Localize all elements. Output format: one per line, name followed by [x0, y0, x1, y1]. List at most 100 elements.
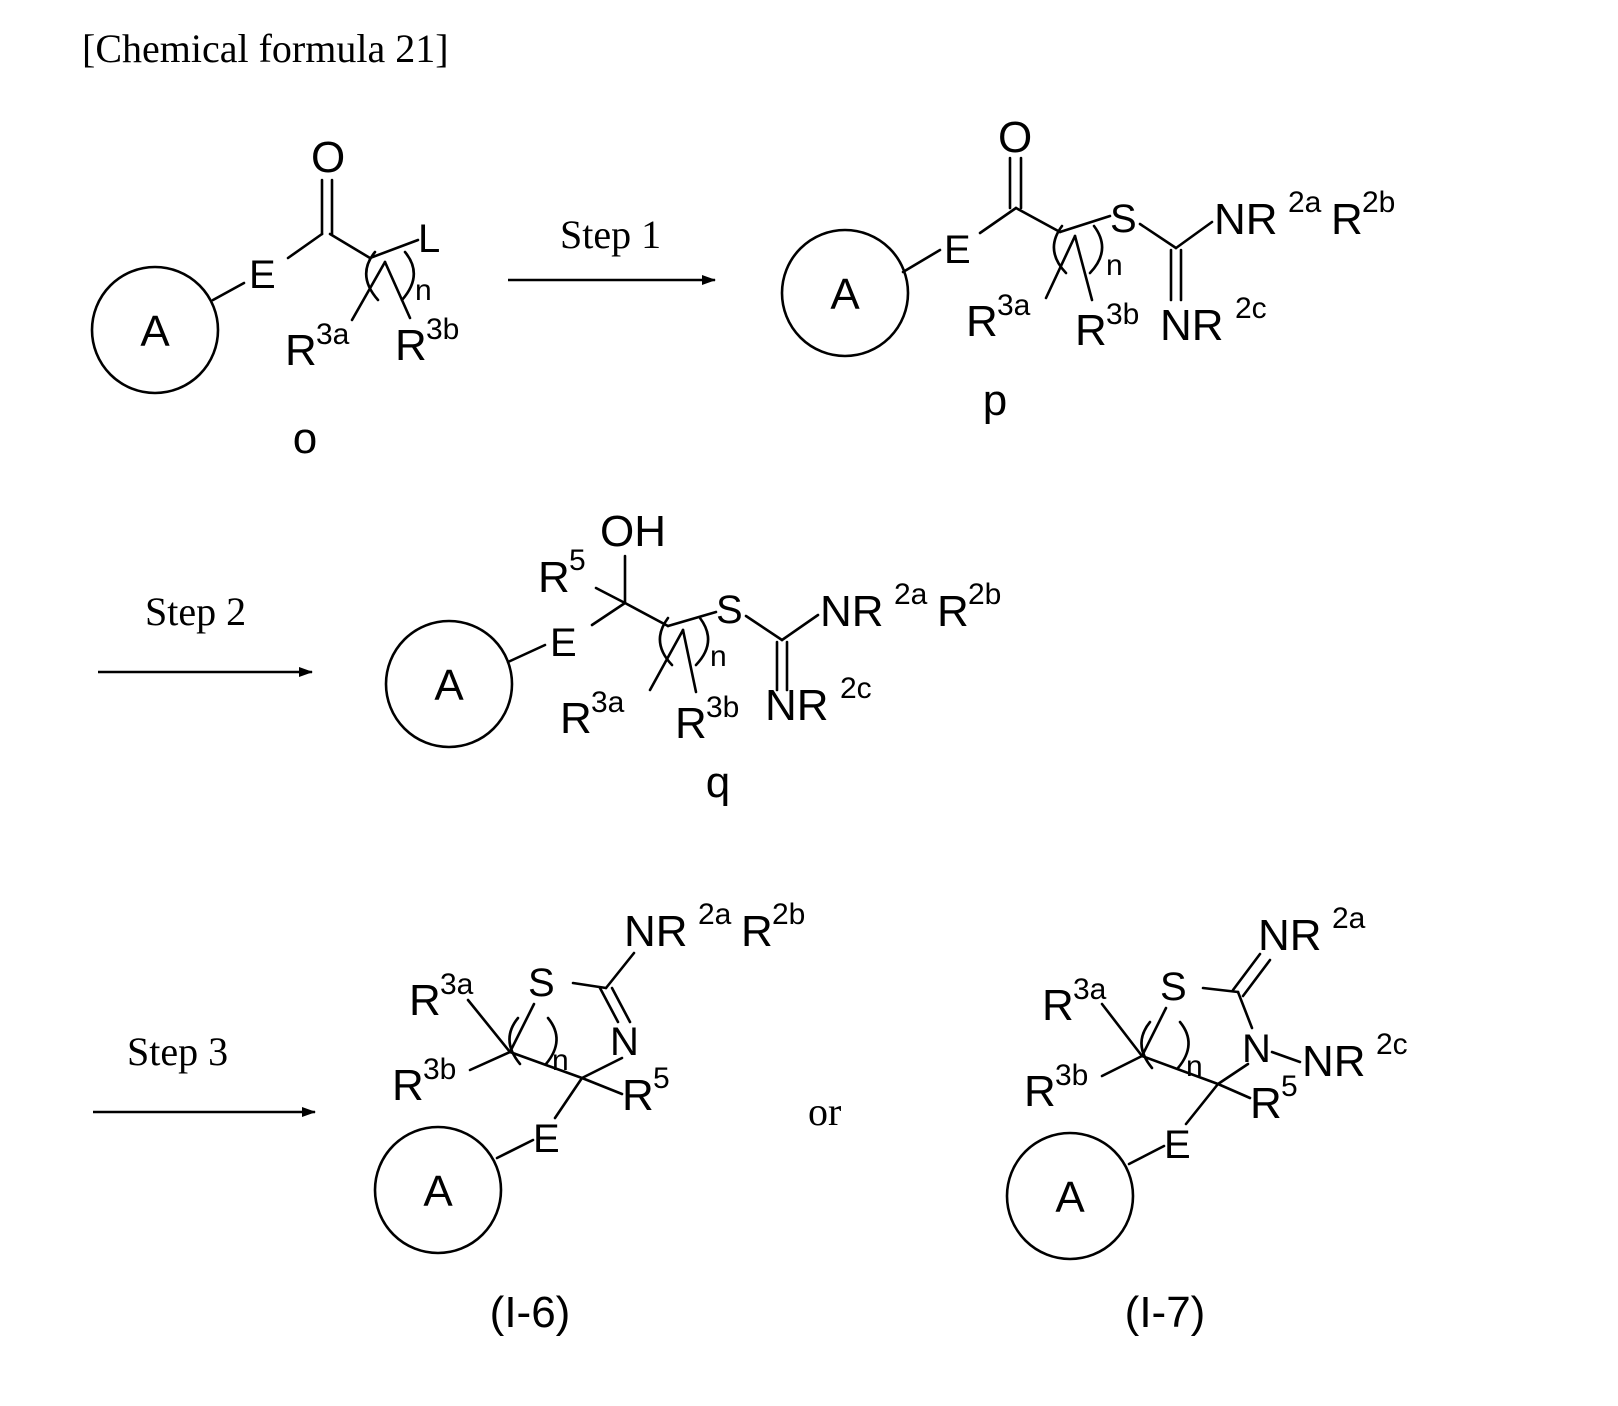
- atom-r: R: [1075, 306, 1107, 355]
- atom-r: R: [1250, 1079, 1282, 1128]
- bond: [508, 645, 545, 662]
- bond: [980, 208, 1016, 233]
- superscript-3b: 3b: [706, 691, 739, 724]
- compound-o: A E O n L R 3a R 3b o: [92, 133, 459, 463]
- bond: [668, 612, 716, 626]
- atom-r: R: [622, 1071, 654, 1120]
- superscript-3b: 3b: [423, 1053, 456, 1086]
- atom-r: R: [741, 907, 773, 956]
- compound-label-p: p: [983, 376, 1007, 425]
- bond: [555, 1078, 582, 1118]
- atom-s: S: [528, 961, 555, 1005]
- subscript-n: n: [552, 1044, 569, 1077]
- compound-label-i-6: (I-6): [490, 1288, 571, 1337]
- superscript-3a: 3a: [997, 289, 1031, 322]
- superscript-2a: 2a: [698, 898, 732, 931]
- bond: [213, 283, 244, 300]
- imine-bond: [1233, 954, 1260, 990]
- atom-nr: NR: [1258, 911, 1322, 960]
- superscript-3b: 3b: [426, 313, 459, 346]
- superscript-2b: 2b: [1362, 186, 1395, 219]
- figure-caption: [Chemical formula 21]: [82, 26, 449, 71]
- bond: [683, 630, 696, 692]
- atom-nr: NR: [624, 907, 688, 956]
- bond: [1272, 1052, 1300, 1062]
- ring-bond: [1142, 1056, 1218, 1084]
- ring-a-label: A: [1055, 1173, 1085, 1222]
- subscript-n: n: [415, 274, 432, 307]
- bond: [1102, 1004, 1142, 1056]
- bond: [606, 953, 634, 988]
- bond: [468, 1000, 510, 1052]
- superscript-2c: 2c: [1376, 1028, 1408, 1061]
- atom-n: N: [610, 1020, 639, 1064]
- superscript-2c: 2c: [1235, 292, 1267, 325]
- superscript-3a: 3a: [591, 686, 625, 719]
- atom-e: E: [1164, 1123, 1191, 1167]
- imine-bond: [1243, 960, 1270, 996]
- compound-q: A E OH R 5 n S NR 2a R 2b NR 2c R 3a R 3…: [386, 507, 1001, 807]
- atom-e: E: [550, 621, 577, 665]
- atom-s: S: [1160, 965, 1187, 1009]
- bond: [1186, 1084, 1218, 1124]
- atom-nr: NR: [765, 681, 829, 730]
- ring-bond: [510, 1004, 534, 1052]
- superscript-3a: 3a: [1073, 973, 1107, 1006]
- step-1-label: Step 1: [560, 212, 661, 257]
- bond: [592, 603, 625, 625]
- bond: [352, 262, 385, 320]
- bond: [1060, 216, 1110, 232]
- step-2-label: Step 2: [145, 589, 246, 634]
- atom-r: R: [1042, 981, 1074, 1030]
- ring-a-label: A: [140, 307, 170, 356]
- subscript-n: n: [710, 640, 727, 673]
- bond: [1075, 236, 1092, 300]
- ring-bond: [1142, 1008, 1166, 1056]
- bond: [650, 630, 683, 690]
- bond: [582, 1078, 622, 1094]
- atom-r: R: [1331, 195, 1363, 244]
- compound-i-7: A E R 5 N NR 2c S NR 2a n R 3a R 3b (I-7…: [1007, 902, 1408, 1337]
- atom-nr: NR: [1214, 195, 1278, 244]
- bond: [1016, 208, 1060, 232]
- atom-r: R: [395, 321, 427, 370]
- superscript-2b: 2b: [968, 578, 1001, 611]
- atom-n: N: [1242, 1027, 1271, 1071]
- compound-p: A E O n S NR 2a R 2b NR 2c R 3a R 3b p: [782, 113, 1395, 425]
- ring-bond: [1238, 992, 1252, 1028]
- atom-r: R: [1024, 1067, 1056, 1116]
- bond: [1176, 222, 1212, 248]
- atom-r: R: [285, 326, 317, 375]
- atom-o: O: [998, 113, 1032, 162]
- superscript-2a: 2a: [1288, 186, 1322, 219]
- bond: [596, 588, 625, 603]
- atom-r: R: [560, 694, 592, 743]
- bond: [1140, 224, 1176, 248]
- atom-o: O: [311, 133, 345, 182]
- atom-nr: NR: [1302, 1037, 1366, 1086]
- atom-r: R: [409, 976, 441, 1025]
- atom-s: S: [1110, 197, 1137, 241]
- superscript-5: 5: [653, 1062, 670, 1095]
- atom-e: E: [533, 1117, 560, 1161]
- ring-a-label: A: [830, 270, 860, 319]
- subscript-n: n: [1106, 249, 1123, 282]
- bond: [746, 616, 782, 640]
- superscript-3a: 3a: [440, 968, 474, 1001]
- superscript-5: 5: [1281, 1070, 1298, 1103]
- superscript-5: 5: [569, 544, 586, 577]
- bond: [1129, 1146, 1164, 1164]
- bond: [470, 1052, 510, 1070]
- compound-i-6: A E R 5 N S NR 2a R 2b n R 3a R 3b (I-6): [375, 898, 805, 1337]
- superscript-3b: 3b: [1055, 1059, 1088, 1092]
- ring-a-label: A: [423, 1167, 453, 1216]
- or-connector: or: [808, 1089, 841, 1134]
- subscript-n: n: [1186, 1050, 1203, 1083]
- superscript-3a: 3a: [316, 318, 350, 351]
- atom-r: R: [937, 587, 969, 636]
- atom-e: E: [944, 228, 971, 272]
- bond: [903, 250, 940, 272]
- paren-right: [402, 252, 414, 300]
